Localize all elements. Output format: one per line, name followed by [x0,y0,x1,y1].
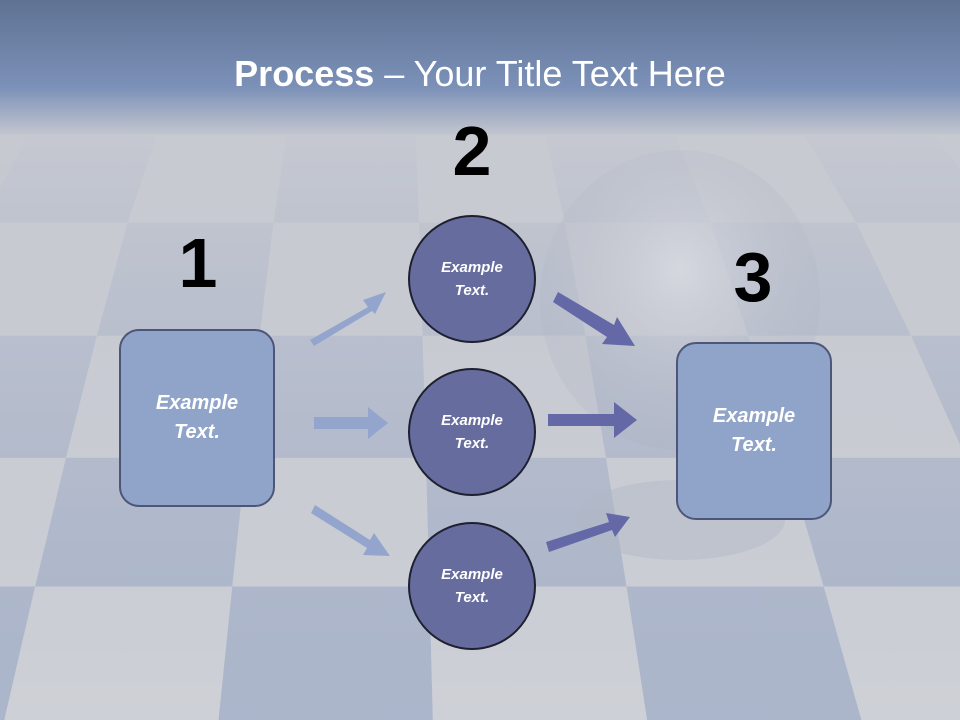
step-number-3: 3 [733,238,773,316]
step-box-3-text: Example Text. [712,405,796,456]
step-circle-bottom: Example Text. [408,522,536,650]
step-box-1: Example Text. [119,329,275,507]
arrows-to-box3 [546,292,637,552]
arrow-circle1-to-box3 [553,292,635,346]
step-number-2: 2 [452,112,492,190]
arrow-circle3-to-box3 [546,513,630,552]
step-circle-top-text: Example Text. [441,259,503,299]
title-rest: – Your Title Text Here [374,53,726,94]
arrows-to-circles [310,292,390,556]
step-circle-top: Example Text. [408,215,536,343]
arrow-circle2-to-box3 [548,402,637,438]
arrow-box1-to-circle1 [310,292,386,346]
step-box-1-text: Example Text. [155,392,239,443]
step-box-3: Example Text. [676,342,832,520]
step-number-1: 1 [178,224,218,302]
step-circle-middle: Example Text. [408,368,536,496]
step-circle-middle-text: Example Text. [441,412,503,452]
step-circle-bottom-text: Example Text. [441,566,503,606]
title-bold: Process [234,53,375,94]
title-band [0,0,960,135]
arrow-box1-to-circle2 [314,407,388,439]
slide-title: Process – Your Title Text Here [0,52,960,96]
arrow-box1-to-circle3 [311,505,390,556]
